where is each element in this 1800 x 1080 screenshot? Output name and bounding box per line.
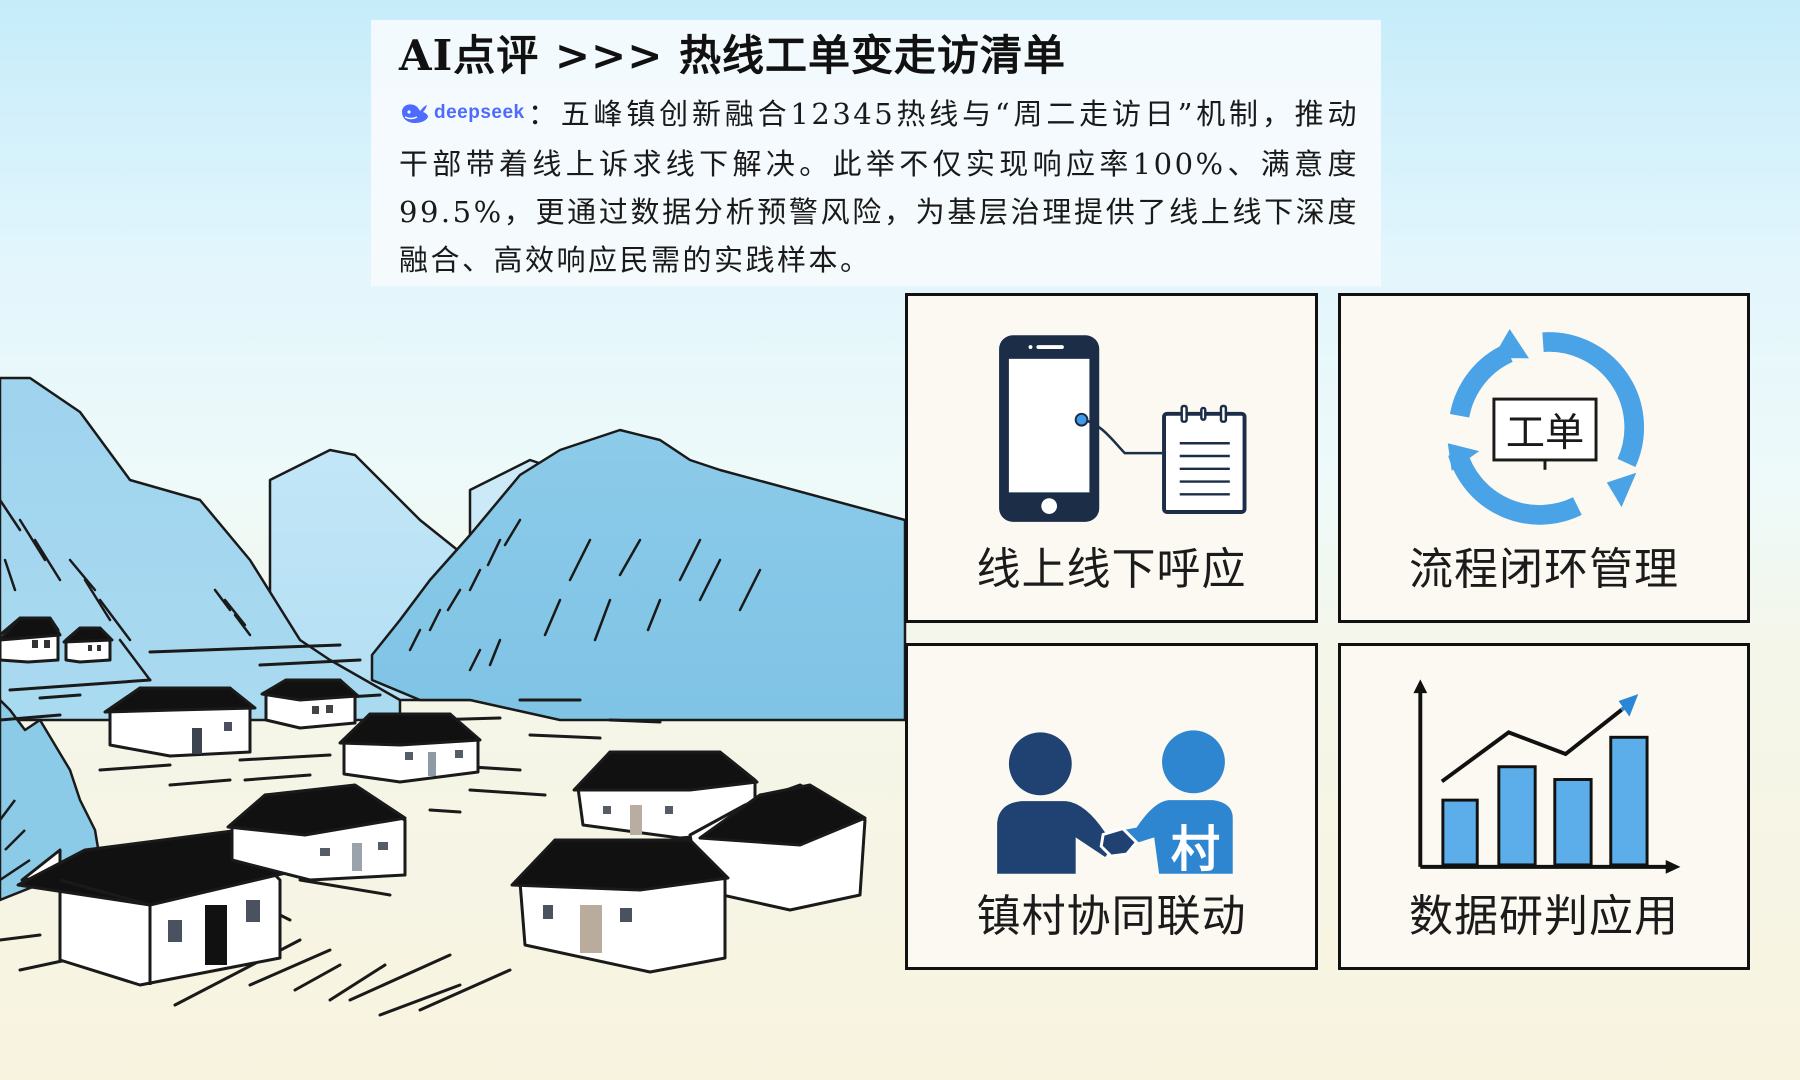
feature-card-collaboration: 村 镇村协同联动 (905, 643, 1318, 970)
left-mountain-hatching (0, 498, 252, 682)
feature-card-data-analysis: 数据研判应用 (1338, 643, 1750, 970)
whale-logo-icon (402, 104, 428, 123)
handshake-icon: 村 (997, 730, 1233, 878)
commentary-text: 五峰镇创新融合12345热线与“周二走访日”机制，推动干部带着线上诉求线下解决。… (399, 97, 1359, 277)
deepseek-wordmark: deepseek (434, 102, 525, 123)
card-label: 线上线下呼应 (976, 544, 1247, 595)
house (0, 616, 62, 664)
card-label: 镇村协同联动 (976, 891, 1247, 942)
houses (0, 616, 867, 987)
right-mountain (370, 428, 907, 722)
bar-chart-trend-icon (1413, 679, 1681, 874)
house (572, 750, 759, 840)
feature-card-online-offline: 线上线下呼应 (905, 293, 1318, 623)
right-mountain-hatching (408, 518, 762, 672)
card-label: 数据研判应用 (1409, 891, 1679, 942)
work-order-cycle-icon: 工单 (1447, 329, 1645, 525)
commentary-body: deepseek ：五峰镇创新融合12345热线与“周二走访日”机制，推动干部带… (399, 90, 1359, 284)
house (260, 678, 360, 730)
house (338, 712, 482, 784)
house (226, 783, 407, 882)
brand-separator: ： (526, 97, 561, 131)
feature-card-closed-loop: 工单 流程闭环管理 (1338, 293, 1750, 623)
deepseek-brand: deepseek (399, 89, 525, 137)
house (16, 828, 292, 987)
house (688, 783, 867, 912)
house (510, 838, 730, 974)
svg-text:村: 村 (1171, 820, 1220, 878)
commentary-panel: AI点评 >>> 热线工单变走访清单 deepseek ：五峰镇创新融合1234… (371, 20, 1381, 286)
house (103, 686, 257, 758)
phone-to-notepad-icon (999, 335, 1247, 522)
svg-text:工单: 工单 (1506, 411, 1585, 456)
page-title: AI点评 >>> 热线工单变走访清单 (399, 31, 1067, 80)
card-label: 流程闭环管理 (1409, 544, 1679, 595)
house (62, 626, 114, 664)
